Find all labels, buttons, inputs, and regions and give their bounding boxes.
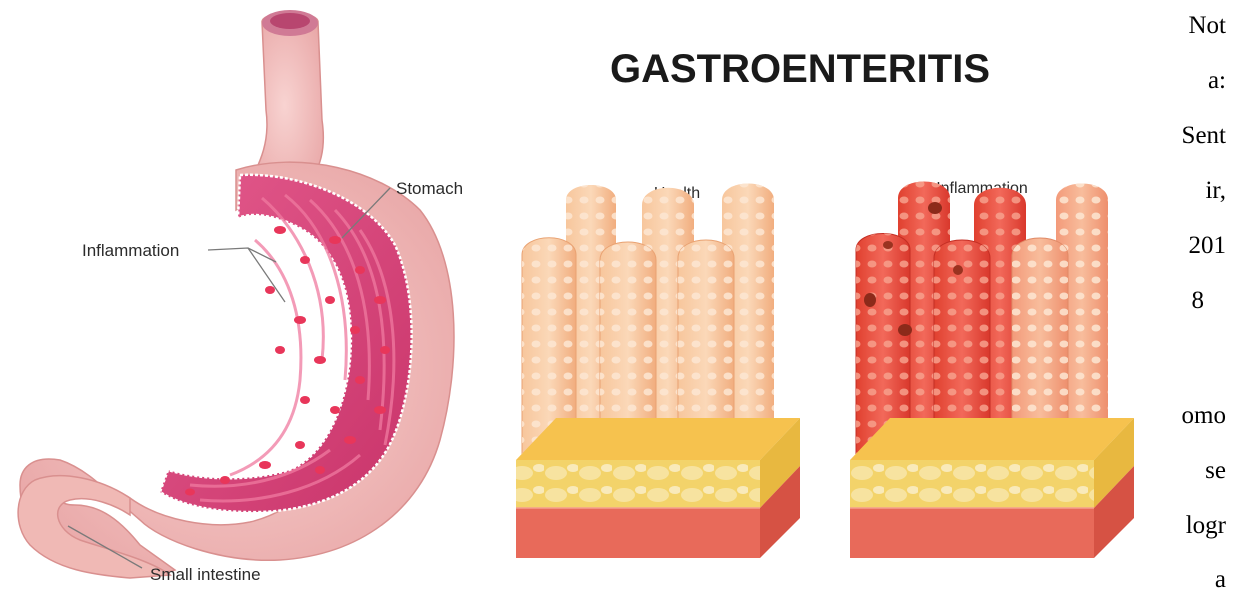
healthy-tissue-layers <box>516 418 800 558</box>
stomach-label: Stomach <box>396 179 463 198</box>
side-text-line: omo <box>1182 402 1226 430</box>
side-text-line: se <box>1205 457 1226 485</box>
inflamed-tissue-layers <box>850 418 1134 558</box>
stomach-illustration: Stomach Inflammation Small intestine <box>18 10 463 584</box>
healthy-villi-block: Health <box>516 184 800 559</box>
side-text-line: logr <box>1186 512 1226 540</box>
small-intestine-label: Small intestine <box>150 565 261 584</box>
inflammation-label-stomach: Inflammation <box>82 241 179 260</box>
inflammation-leader-lower <box>248 248 285 302</box>
side-text-line: Sent <box>1182 122 1226 150</box>
side-text-line: a: <box>1208 67 1226 95</box>
side-text-line: 8 <box>1192 287 1205 315</box>
gastroenteritis-figure: Stomach Inflammation Small intestine GAS… <box>0 0 1150 612</box>
side-text-line: Not <box>1189 12 1227 40</box>
figure-title: GASTROENTERITIS <box>610 47 990 91</box>
side-text-line: a <box>1215 566 1226 594</box>
inflamed-villi-block: Inflammation <box>850 180 1134 558</box>
side-text-line: ir, <box>1205 177 1226 205</box>
side-text-column: Not a: Sent ir, 201 8 omo se logr a <box>1150 0 1240 612</box>
side-text-line: 201 <box>1189 232 1227 260</box>
